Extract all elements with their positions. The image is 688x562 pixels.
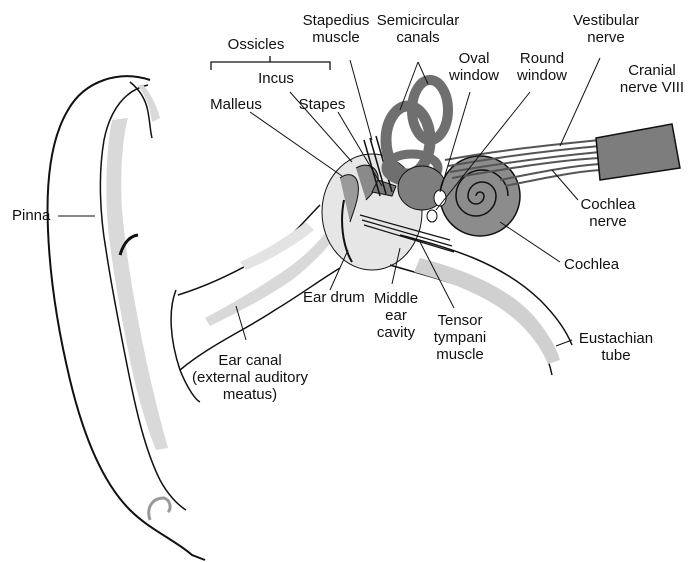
ossicles-bracket: [211, 56, 330, 70]
label-pinna: Pinna: [12, 207, 50, 224]
pinna-shade: [106, 118, 168, 450]
leader-cochlea: [500, 222, 560, 262]
label-ear-drum: Ear drum: [303, 289, 365, 306]
earlobe-curl: [149, 498, 170, 520]
label-incus: Incus: [258, 70, 294, 87]
leader-stapedius: [350, 60, 372, 140]
cranial-nerve-viii: [596, 124, 680, 180]
ear-canal-upper-wall: [178, 205, 320, 295]
label-ossicles: Ossicles: [228, 36, 285, 53]
label-cochlea: Cochlea: [564, 256, 619, 273]
leader-malleus: [250, 112, 342, 176]
oval-window: [434, 190, 446, 206]
leader-eustachian: [556, 340, 572, 346]
label-stapes: Stapes: [299, 96, 346, 113]
ear-canal-shade: [205, 230, 336, 326]
leader-ear-canal: [236, 306, 246, 340]
round-window: [427, 210, 437, 222]
label-malleus: Malleus: [210, 96, 262, 113]
